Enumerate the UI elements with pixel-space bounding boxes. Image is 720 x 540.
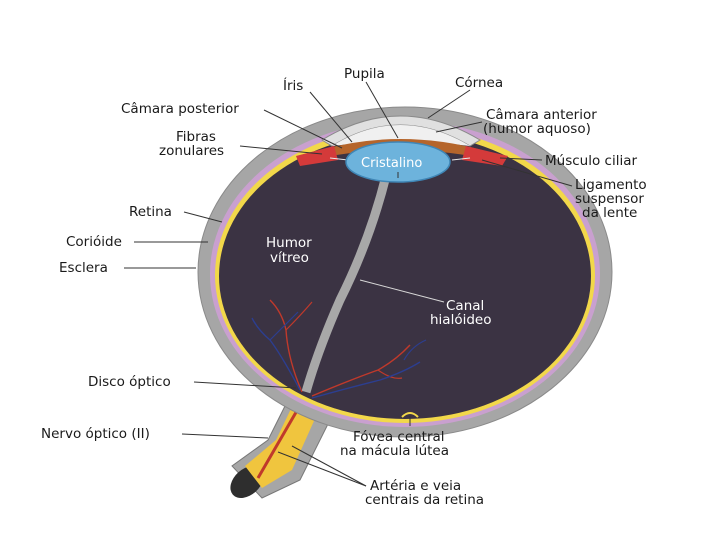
label-nervo-optico: Nervo óptico (II) [41, 426, 150, 442]
fovea [401, 412, 419, 418]
label-humor-1: Humor [266, 235, 312, 251]
leader-nervo [181, 433, 269, 439]
retinal-vessels [251, 299, 427, 399]
label-arteria-1: Artéria e veia [370, 478, 461, 494]
label-camara-posterior: Câmara posterior [121, 101, 239, 117]
label-iris: Íris [283, 77, 303, 94]
label-fibras-2: zonulares [159, 143, 224, 159]
vitreous-humor [219, 133, 591, 419]
label-camara-anterior-2: (humor aquoso) [483, 121, 591, 137]
leader-arteria-2 [277, 451, 367, 487]
label-pupila: Pupila [344, 66, 385, 82]
leader-arteria-1 [291, 445, 367, 487]
ciliary-muscle-right [462, 146, 508, 166]
anterior-chamber [332, 125, 470, 146]
label-camara-anterior-1: Câmara anterior [486, 107, 597, 123]
leader-camara-posterior [263, 109, 343, 149]
leader-iris [309, 91, 353, 143]
label-arteria-2: centrais da retina [365, 492, 484, 508]
label-fovea-1: Fóvea central [353, 429, 445, 445]
label-cristalino: Cristalino [361, 156, 422, 171]
label-cornea: Córnea [455, 75, 503, 91]
leader-camara-anterior [435, 121, 483, 133]
label-ligamento-3: da lente [582, 205, 637, 221]
label-fovea-2: na mácula lútea [340, 443, 449, 459]
label-canal-2: hialóideo [430, 312, 491, 328]
label-retina: Retina [129, 204, 172, 220]
leader-fibras [239, 145, 323, 155]
leader-cornea [427, 89, 471, 119]
label-ligamento-2: suspensor [575, 191, 644, 207]
leader-canal [359, 279, 445, 303]
ciliary-muscle-left [296, 146, 338, 166]
leader-disco [193, 381, 297, 389]
leader-ligamento [481, 159, 573, 187]
label-canal-1: Canal [446, 298, 484, 314]
zonular-fibers-right [451, 157, 471, 161]
label-esclera: Esclera [59, 260, 108, 276]
hyaloid-canal [301, 174, 391, 394]
zonular-fibers-left [329, 157, 349, 161]
leader-pupila [365, 81, 399, 139]
label-humor-2: vítreo [270, 250, 309, 266]
label-disco-optico: Disco óptico [88, 374, 171, 390]
label-fibras-1: Fibras [176, 129, 216, 145]
lens [345, 141, 451, 183]
leader-retina [183, 211, 223, 223]
leader-musculo-ciliar [499, 157, 543, 161]
label-musculo-ciliar: Músculo ciliar [545, 153, 637, 169]
label-ligamento-1: Ligamento [575, 177, 647, 193]
label-coroide: Corióide [66, 234, 122, 250]
